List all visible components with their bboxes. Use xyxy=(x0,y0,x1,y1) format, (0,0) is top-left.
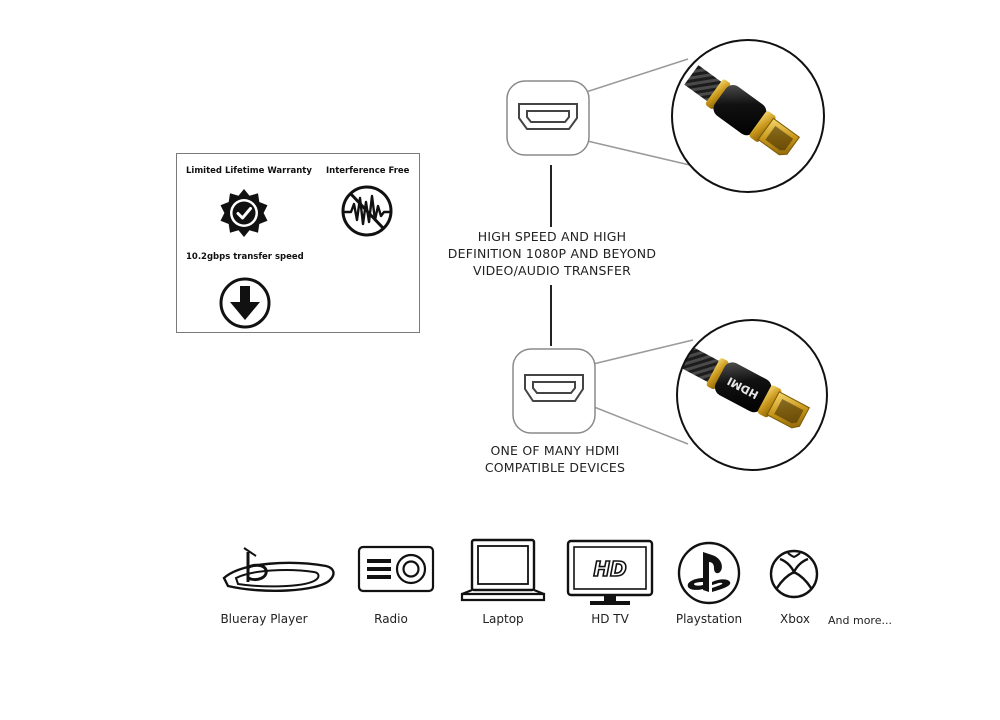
device-label-xbox: Xbox xyxy=(780,612,810,626)
playstation-icon xyxy=(677,541,741,605)
device-label-bluray: Blueray Player xyxy=(220,612,308,626)
features-panel xyxy=(176,153,420,333)
xbox-icon xyxy=(769,549,819,599)
devices-callout-line2: COMPATIBLE DEVICES xyxy=(484,460,626,475)
warranty-badge-icon xyxy=(220,189,268,237)
connector-zoom-bottom: HDMI xyxy=(676,319,828,471)
download-arrow-icon xyxy=(219,277,271,329)
hd-tv-icon: HD xyxy=(566,539,654,605)
interference-free-icon xyxy=(341,185,393,237)
hd-badge-text: HD xyxy=(593,557,626,581)
transfer-callout: HIGH SPEED AND HIGH DEFINITION 1080P AND… xyxy=(439,228,665,279)
and-more-label: And more... xyxy=(828,614,892,627)
devices-callout: ONE OF MANY HDMI COMPATIBLE DEVICES xyxy=(470,442,640,476)
devices-callout-line1: ONE OF MANY HDMI xyxy=(490,443,620,458)
transfer-callout-line3: VIDEO/AUDIO TRANSFER xyxy=(472,263,632,278)
feature-warranty-label: Limited Lifetime Warranty xyxy=(186,166,312,176)
hdmi-port-icon-bottom xyxy=(512,348,596,434)
bluray-icon xyxy=(222,547,335,592)
connector-zoom-top xyxy=(671,39,825,193)
projector-icon xyxy=(357,545,435,593)
feature-speed-label: 10.2gbps transfer speed xyxy=(186,252,304,262)
laptop-icon xyxy=(460,538,546,602)
device-label-playstation: Playstation xyxy=(675,612,743,626)
device-label-laptop: Laptop xyxy=(482,612,524,626)
feature-interference-label: Interference Free xyxy=(326,166,410,176)
transfer-callout-line1: HIGH SPEED AND HIGH xyxy=(477,229,627,244)
device-label-radio: Radio xyxy=(374,612,408,626)
hdmi-port-icon-top xyxy=(506,80,590,156)
transfer-callout-line2: DEFINITION 1080P AND BEYOND xyxy=(447,246,657,261)
device-label-hdtv: HD TV xyxy=(591,612,629,626)
